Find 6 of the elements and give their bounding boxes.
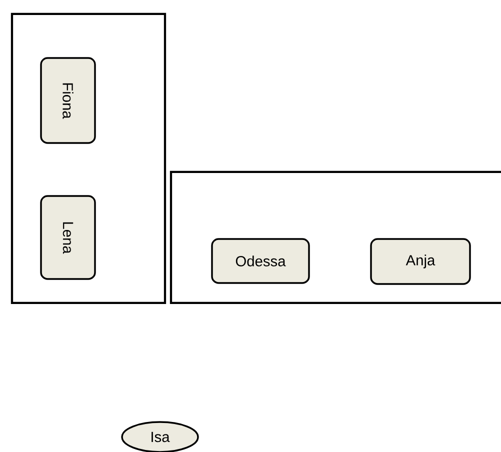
name-box: Lena: [40, 195, 96, 280]
name-box: Fiona: [40, 57, 96, 144]
group-frame: [10, 12, 166, 304]
name-box: Anja: [370, 238, 471, 285]
name-box: Odessa: [211, 238, 310, 284]
group-frame: [170, 170, 501, 304]
